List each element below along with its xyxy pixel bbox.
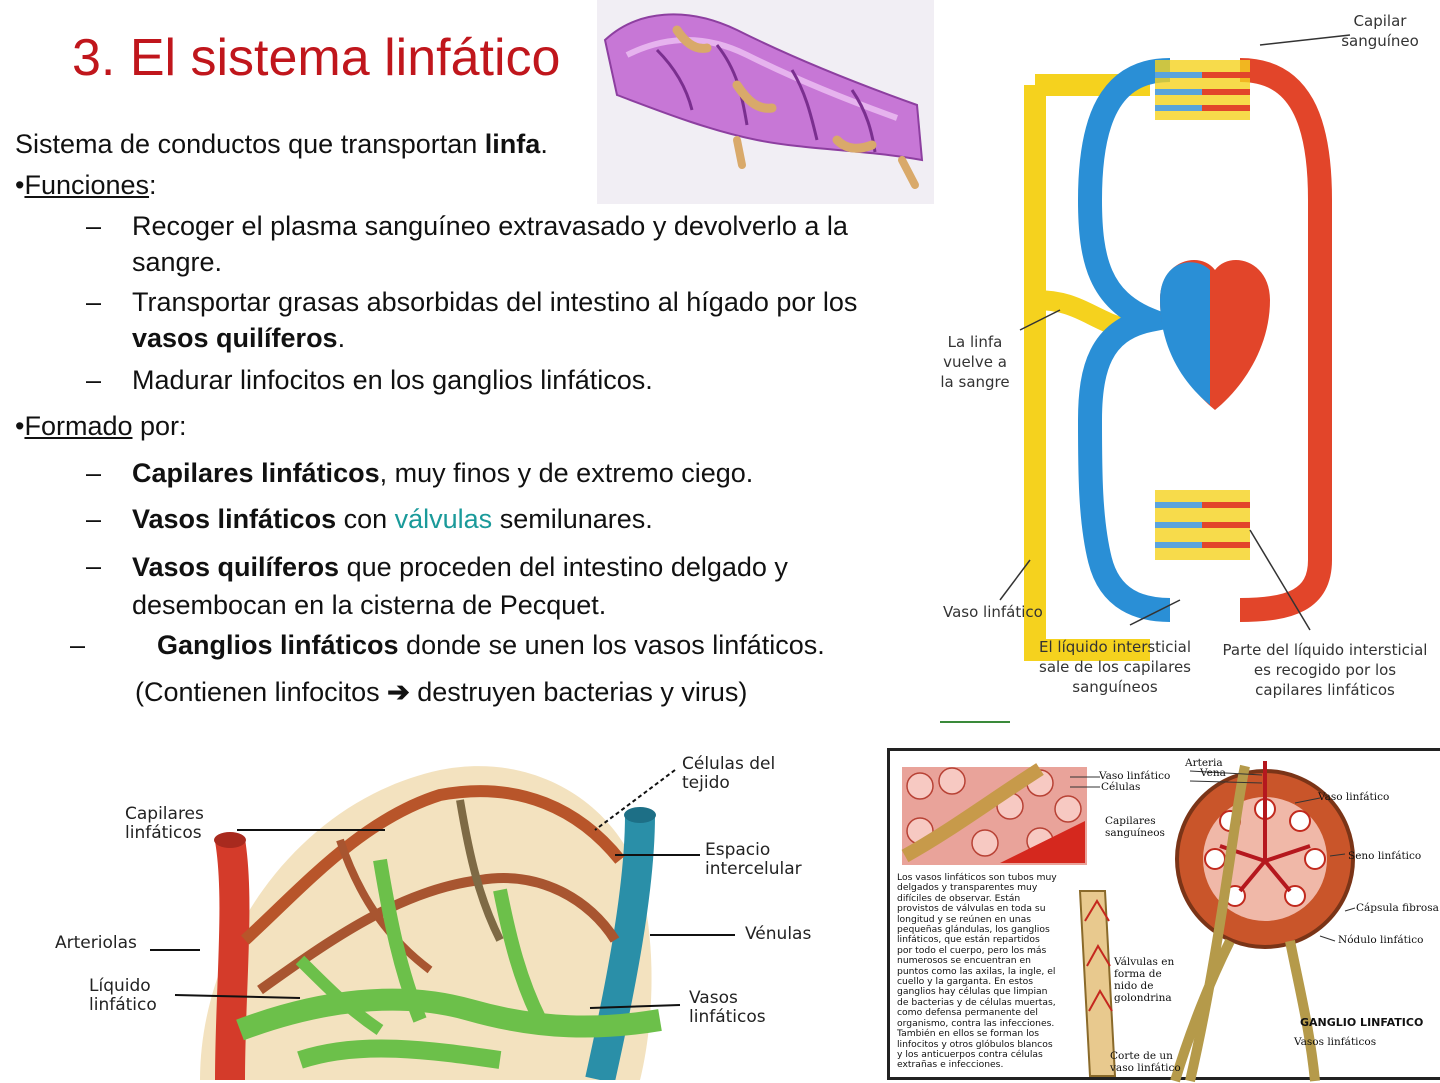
label-liquido-recogido: Parte del líquido intersticial es recogi…	[1222, 641, 1428, 699]
funcion-bold: vasos quilíferos	[132, 323, 338, 353]
label-venulas: Vénulas	[745, 924, 812, 944]
intro-after: .	[540, 129, 548, 159]
label-capilares: Capilares linfáticos	[125, 804, 204, 843]
label-liquido-sale: El líquido intersticial sale de los capi…	[1039, 638, 1191, 696]
formado-text: , muy finos y de extremo ciego.	[379, 458, 754, 488]
label-valvulas: Válvulas en forma de nido de golondrina	[1114, 956, 1175, 1004]
label-ganglio: GANGLIO LINFATICO	[1300, 1016, 1424, 1029]
lymph-vessel-illustration	[597, 0, 934, 204]
label-capsula: Cápsula fibrosa	[1356, 902, 1439, 914]
formado-item: Vasos linfáticos con válvulas semilunare…	[132, 501, 872, 537]
label-vaso-linfatico-2: Vaso linfático	[1318, 791, 1390, 803]
funcion-item: Transportar grasas absorbidas del intest…	[132, 284, 872, 356]
tissue-diagram: Células del tejido Capilares linfáticos …	[0, 740, 880, 1080]
valvulas-highlight: válvulas	[394, 504, 493, 534]
intro-text: Sistema de conductos que transportan lin…	[15, 126, 548, 162]
dash: –	[86, 551, 102, 581]
label-vasos: Vasos linfáticos	[689, 988, 766, 1027]
formado-bold: Vasos quilíferos	[132, 552, 340, 582]
colon: :	[149, 170, 157, 200]
formado-text: semilunares.	[492, 504, 653, 534]
label-liquido: Líquido linfático	[89, 976, 157, 1015]
dash: –	[86, 287, 102, 317]
ganglio-svg	[901, 761, 1356, 1083]
label-celulas: Células	[1101, 781, 1141, 793]
dash: –	[86, 365, 102, 395]
funciones-heading: •Funciones:	[15, 167, 157, 203]
dash: –	[70, 630, 86, 660]
formado-text: con	[336, 504, 395, 534]
formado-item: Ganglios linfáticos donde se unen los va…	[157, 627, 877, 663]
label-vaso-linfatico-1: Vaso linfático	[1099, 770, 1171, 782]
formado-label: Formado	[24, 411, 133, 441]
label-arteriolas: Arteriolas	[55, 933, 137, 953]
label-vena: Vena	[1200, 767, 1226, 779]
formado-bold: Ganglios linfáticos	[157, 630, 399, 660]
formado-bold: Vasos linfáticos	[132, 504, 337, 534]
label-linfa: La linfa vuelve a la sangre	[940, 333, 1010, 391]
formado-after: por:	[132, 411, 187, 441]
label-corte: Corte de un vaso linfático	[1110, 1050, 1181, 1074]
label-seno: Seno linfático	[1348, 850, 1422, 862]
ganglio-diagram: Arteria Vena Vaso linfático Células Capi…	[887, 748, 1440, 1083]
label-arteria: Arteria	[1185, 757, 1223, 769]
formado-heading: •Formado por:	[15, 408, 187, 444]
funciones-label: Funciones	[24, 170, 150, 200]
intro-bold: linfa	[484, 129, 541, 159]
label-celulas: Células del tejido	[682, 754, 776, 793]
note-text: (Contienen linfocitos	[135, 677, 388, 707]
formado-item: Vasos quilíferos que proceden del intest…	[132, 548, 832, 624]
formado-text: donde se unen los vasos linfáticos.	[398, 630, 825, 660]
dash: –	[86, 458, 102, 488]
label-vaso: Vaso linfático	[943, 603, 1043, 621]
ganglio-description: Los vasos linfáticos son tubos muy delga…	[897, 872, 1057, 1071]
tissue-svg	[150, 766, 735, 1080]
circulation-svg	[940, 34, 1351, 723]
lymph-vessel-svg	[603, 13, 924, 189]
bullet: •	[15, 170, 25, 200]
bullet: •	[15, 411, 25, 441]
note-text: destruyen bacterias y virus)	[409, 677, 748, 707]
label-capilares-sanguineos: Capilares sanguíneos	[1105, 815, 1165, 839]
label-vasos-linfaticos: Vasos linfáticos	[1294, 1036, 1377, 1048]
formado-item: Capilares linfáticos, muy finos y de ext…	[132, 455, 872, 491]
ganglios-note: (Contienen linfocitos ➔ destruyen bacter…	[135, 674, 747, 710]
intro-before: Sistema de conductos que transportan	[15, 129, 485, 159]
label-capilar: Capilar sanguíneo	[1341, 12, 1419, 50]
formado-text: que proceden del intestino delgado y des…	[132, 552, 788, 620]
arrow-icon: ➔	[387, 677, 410, 707]
funcion-item: Madurar linfocitos en los ganglios linfá…	[132, 365, 653, 395]
funcion-item: Recoger el plasma sanguíneo extravasado …	[132, 211, 848, 277]
funcion-text: Transportar grasas absorbidas del intest…	[132, 287, 858, 317]
funcion-after: .	[337, 323, 346, 353]
dash: –	[86, 211, 102, 241]
dash: –	[86, 504, 102, 534]
label-nodulo: Nódulo linfático	[1338, 934, 1424, 946]
circulation-diagram: Capilar sanguíneo La linfa vuelve a la s…	[940, 0, 1440, 730]
slide-title: 3. El sistema linfático	[72, 29, 561, 87]
label-espacio: Espacio intercelular	[705, 840, 802, 879]
formado-bold: Capilares linfáticos	[132, 458, 380, 488]
